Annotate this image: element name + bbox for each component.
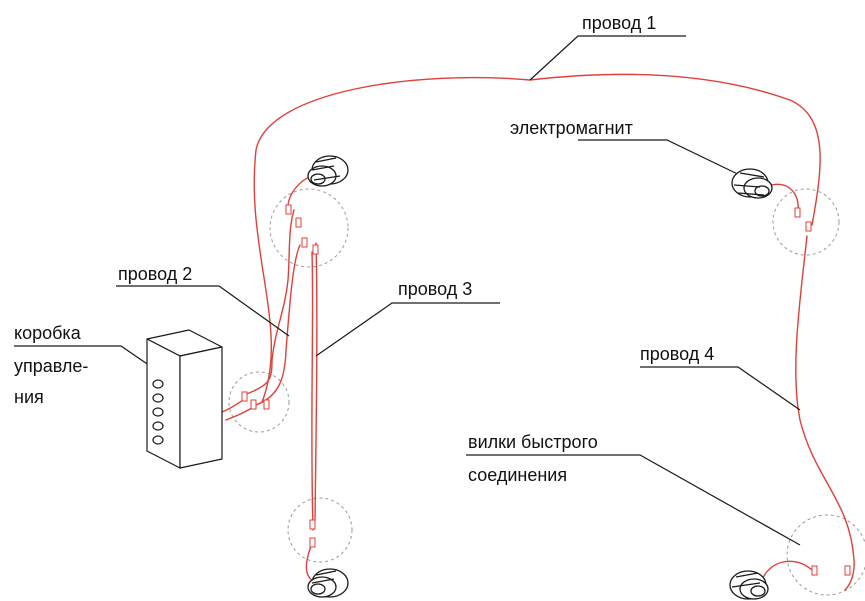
- electromagnet-icon: [307, 155, 349, 187]
- electromagnet-lead-bottom-right: [761, 560, 813, 581]
- wire-3: [311, 251, 314, 531]
- connection-circle-box: [228, 371, 290, 433]
- label-connector-1: вилки быстрого: [468, 432, 598, 452]
- label-wire-4: провод 4: [640, 344, 715, 364]
- wire-2-b: [252, 244, 301, 407]
- connection-circle-top-right: [772, 188, 840, 256]
- leader-lines: [14, 35, 801, 546]
- connection-circle-bottom-right: [786, 514, 865, 596]
- wire-4: [795, 235, 855, 591]
- label-electromagnet: электромагнит: [510, 118, 633, 138]
- wire-1: [253, 73, 821, 403]
- button-icon: [152, 421, 164, 431]
- plug-ends: [241, 204, 851, 576]
- leader-wire-2: [116, 285, 290, 337]
- control-box-side: [179, 346, 223, 469]
- wires: [221, 73, 855, 591]
- leader-wire-3: [315, 302, 500, 357]
- electromagnets: [307, 155, 773, 600]
- wire-2: [243, 209, 295, 396]
- electromagnet-icon: [731, 168, 773, 199]
- label-wire-2: провод 2: [118, 264, 193, 284]
- control-box: [146, 329, 223, 469]
- leader-wire-4: [640, 366, 801, 411]
- button-icon: [152, 379, 164, 389]
- electromagnet-icon: [729, 570, 769, 600]
- label-control-box-3: ния: [14, 387, 44, 407]
- control-box-buttons: [152, 379, 164, 445]
- control-box-front: [146, 338, 181, 469]
- connection-circle-top-left: [269, 188, 349, 268]
- connection-circles: [228, 188, 865, 596]
- connection-circle-bottom-left: [287, 497, 353, 563]
- button-icon: [152, 435, 164, 445]
- electromagnet-lead-top-right: [767, 183, 799, 213]
- wire-3-b: [314, 242, 318, 521]
- leader-wire-1: [529, 35, 686, 81]
- leader-connector: [466, 454, 801, 546]
- electromagnet-icon: [307, 568, 349, 598]
- button-icon: [152, 393, 164, 403]
- leader-electromagnet: [578, 139, 751, 181]
- button-icon: [152, 407, 164, 417]
- label-control-box-2: управле-: [14, 356, 89, 376]
- label-wire-1: провод 1: [582, 13, 657, 33]
- label-wire-3: провод 3: [398, 279, 473, 299]
- label-connector-2: соединения: [468, 465, 568, 485]
- label-control-box-1: коробка: [14, 323, 81, 343]
